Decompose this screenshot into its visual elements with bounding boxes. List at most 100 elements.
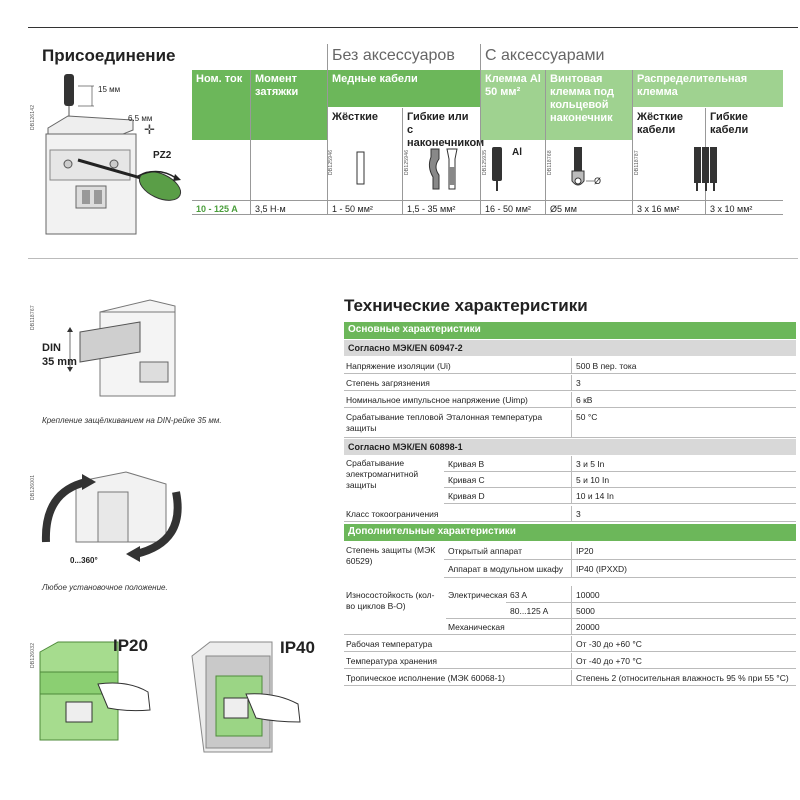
curve-row: Кривая D 10 и 14 In bbox=[444, 488, 796, 504]
sub-iec60947: Согласно МЭК/EN 60947-2 bbox=[344, 340, 796, 356]
sub-rigid: Жёсткие bbox=[328, 108, 402, 140]
din-rail-illustration bbox=[67, 299, 176, 397]
rigid-cable-icon bbox=[356, 151, 365, 185]
connection-title: Присоединение bbox=[42, 46, 176, 65]
limit-label: Класс токоограничения bbox=[346, 509, 439, 519]
col-screw-clamp: Винтовая клемма под кольцевой наконечник bbox=[546, 70, 632, 140]
spec-row: Степень загрязнения 3 bbox=[344, 375, 796, 391]
spec-row-label: Температура хранения bbox=[346, 656, 438, 666]
curve-value: 5 и 10 In bbox=[576, 475, 610, 485]
curve-value: 3 и 5 In bbox=[576, 459, 605, 469]
phi-label: Ø bbox=[594, 176, 602, 186]
section-additional: Дополнительные характеристики bbox=[344, 524, 796, 541]
dim-15mm: 15 мм bbox=[98, 85, 121, 94]
ip20-label: IP20 bbox=[113, 636, 148, 655]
e80-value: 5000 bbox=[576, 606, 595, 616]
din-size: 35 mm bbox=[42, 356, 77, 368]
spec-row-label: Тропическое исполнение (МЭК 60068-1) bbox=[346, 673, 505, 683]
ip40-label: IP40 bbox=[280, 638, 315, 657]
ref-code: DB126142 bbox=[30, 104, 36, 130]
sub-iec60898: Согласно МЭК/EN 60898-1 bbox=[344, 439, 796, 455]
al-clamp-icon bbox=[492, 147, 502, 191]
top-rule bbox=[28, 27, 798, 28]
e63-value: 10000 bbox=[576, 590, 600, 600]
din-label: DIN bbox=[42, 342, 61, 354]
col-nom-current: Ном. ток bbox=[192, 70, 250, 140]
spec-row: Температура хранения От -40 до +70 °C bbox=[344, 653, 796, 669]
curve-row: Кривая C 5 и 10 In bbox=[444, 472, 796, 488]
curve-label: Кривая D bbox=[448, 491, 485, 501]
spec-row-value: 500 В пер. тока bbox=[576, 361, 637, 371]
cable-end-icon bbox=[64, 74, 74, 106]
breaker-connection-illustration bbox=[45, 74, 182, 235]
section-main: Основные характеристики bbox=[344, 322, 796, 339]
protection-label: Степень защиты (МЭК 60529) bbox=[346, 545, 436, 566]
wear-label: Износостойкость (кол-во циклов В-О) bbox=[346, 590, 435, 611]
thermal-value: 50 °C bbox=[576, 412, 598, 422]
val-flexible: 1,5 - 35 мм² bbox=[407, 204, 456, 214]
protection-row-value: IP40 (IPXXD) bbox=[576, 564, 628, 574]
val-screw-clamp: Ø5 мм bbox=[550, 204, 577, 214]
col-torque: Момент затяжки bbox=[251, 70, 327, 140]
val-distrib-rigid: 3 x 16 мм² bbox=[637, 204, 680, 214]
with-accessories-heading: С аксессуарами bbox=[485, 47, 605, 64]
protection-row-label: Открытый аппарат bbox=[448, 546, 522, 556]
val-distrib-flex: 3 x 10 мм² bbox=[710, 204, 753, 214]
thermal-ref-label: Эталонная температура bbox=[446, 412, 543, 422]
spec-row: Напряжение изоляции (Ui) 500 В пер. тока bbox=[344, 358, 796, 374]
sub-rigid-cables: Жёсткие кабели bbox=[633, 108, 705, 140]
protection-row-value: IP20 bbox=[576, 546, 594, 556]
curve-value: 10 и 14 In bbox=[576, 491, 614, 501]
rotation-illustration bbox=[41, 471, 182, 562]
mechanical-value: 20000 bbox=[576, 622, 600, 632]
distribution-clamp-icon bbox=[694, 147, 717, 191]
electrical-label: Электрическая bbox=[448, 590, 508, 600]
spec-row-label: Степень загрязнения bbox=[346, 378, 430, 388]
position-caption: Любое установочное положение. bbox=[42, 583, 168, 592]
magnetic-label: Срабатывание электромагнитной защиты bbox=[346, 458, 419, 490]
spec-row-value: От -40 до +70 °C bbox=[576, 656, 642, 666]
pz2-label: PZ2 bbox=[153, 150, 172, 161]
spec-row-value: 3 bbox=[576, 378, 581, 388]
curve-label: Кривая B bbox=[448, 459, 485, 469]
spec-row-label: Рабочая температура bbox=[346, 639, 433, 649]
val-nom-current: 10 - 125 A bbox=[196, 204, 238, 214]
mechanical-label: Механическая bbox=[448, 622, 505, 632]
ip20-illustration bbox=[39, 641, 151, 741]
ring-lug-icon bbox=[571, 147, 594, 186]
spec-row-label: Напряжение изоляции (Ui) bbox=[346, 361, 451, 371]
ip40-illustration bbox=[191, 641, 301, 753]
thermal-label: Срабатывание тепловой защиты bbox=[346, 412, 444, 433]
val-torque: 3,5 Н·м bbox=[255, 204, 286, 214]
limit-value: 3 bbox=[576, 509, 581, 519]
din-caption: Крепление защёлкиванием на DIN-рейке 35 … bbox=[42, 416, 222, 425]
flexible-cable-icon bbox=[428, 148, 458, 190]
spec-row: Рабочая температура От -30 до +60 °C bbox=[344, 636, 796, 652]
crosshead-icon: ✛ bbox=[144, 122, 155, 137]
protection-row-label: Аппарат в модульном шкафу bbox=[448, 564, 564, 574]
spec-row-value: 6 кВ bbox=[576, 395, 593, 405]
col-copper-cables: Медные кабели bbox=[328, 70, 480, 107]
no-accessories-heading: Без аксессуаров bbox=[332, 47, 455, 64]
sub-flexible-cables: Гибкие кабели bbox=[706, 108, 783, 140]
al-label: Al bbox=[512, 147, 522, 158]
e80-label: 80...125 A bbox=[510, 606, 549, 616]
curve-row: Кривая B 3 и 5 In bbox=[444, 456, 796, 472]
curve-label: Кривая C bbox=[448, 475, 485, 485]
protection-row: Открытый аппарат IP20 bbox=[444, 542, 796, 560]
spec-row-value: Степень 2 (относительная влажность 95 % … bbox=[576, 673, 789, 683]
section-divider bbox=[28, 258, 798, 259]
spec-row-label: Номинальное импульсное напряжение (Uimp) bbox=[346, 395, 528, 405]
val-rigid: 1 - 50 мм² bbox=[332, 204, 373, 214]
protection-row: Аппарат в модульном шкафу IP40 (IPXXD) bbox=[444, 560, 796, 578]
col-distribution-clamp: Распределительная клемма bbox=[633, 70, 783, 107]
val-al-clamp: 16 - 50 мм² bbox=[485, 204, 531, 214]
e63-label: 63 A bbox=[510, 590, 528, 600]
sub-flexible: Гибкие или с наконечником bbox=[403, 108, 484, 149]
rotation-label: 0...360° bbox=[70, 556, 98, 565]
spec-row-value: От -30 до +60 °C bbox=[576, 639, 642, 649]
tech-title: Технические характеристики bbox=[344, 296, 588, 315]
spec-row: Номинальное импульсное напряжение (Uimp)… bbox=[344, 392, 796, 408]
col-al-clamp: Клемма Al 50 мм² bbox=[481, 70, 545, 140]
spec-row: Тропическое исполнение (МЭК 60068-1) Степ… bbox=[344, 670, 796, 686]
